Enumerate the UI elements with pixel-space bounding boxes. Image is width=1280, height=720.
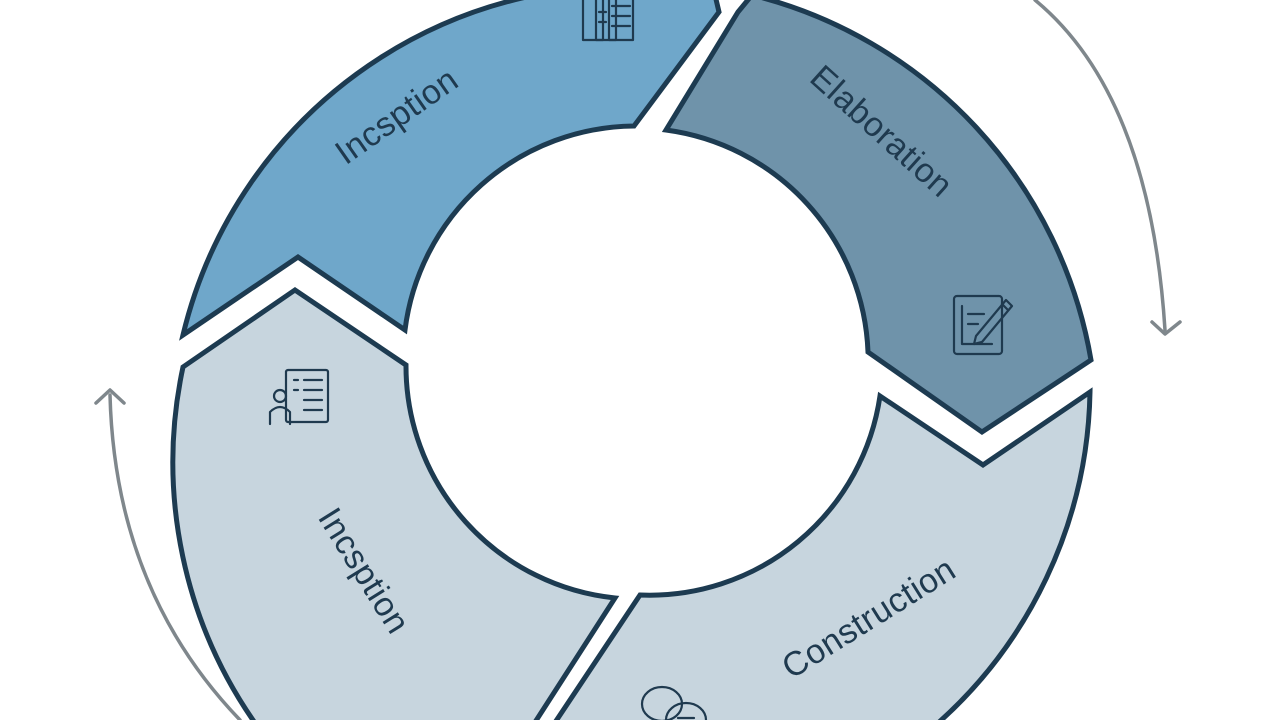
cycle-arrow-left [108, 393, 242, 720]
document-stack-icon [581, 0, 635, 42]
speech-bubbles-icon [640, 685, 708, 720]
segment-top-right[interactable] [661, 0, 1094, 436]
cycle-arrow-left-head [94, 388, 126, 405]
cycle-arrow-right-head [1150, 320, 1182, 336]
segment-bottom-right[interactable] [550, 387, 1093, 720]
blueprint-pencil-icon [952, 294, 1014, 356]
checklist-person-icon [268, 368, 330, 426]
cycle-segments [170, 0, 1094, 720]
segment-top-left[interactable] [179, 0, 722, 341]
segment-bottom-left[interactable] [170, 286, 620, 720]
cycle-arrows [94, 0, 1182, 720]
cycle-arrow-right [1033, 0, 1167, 332]
